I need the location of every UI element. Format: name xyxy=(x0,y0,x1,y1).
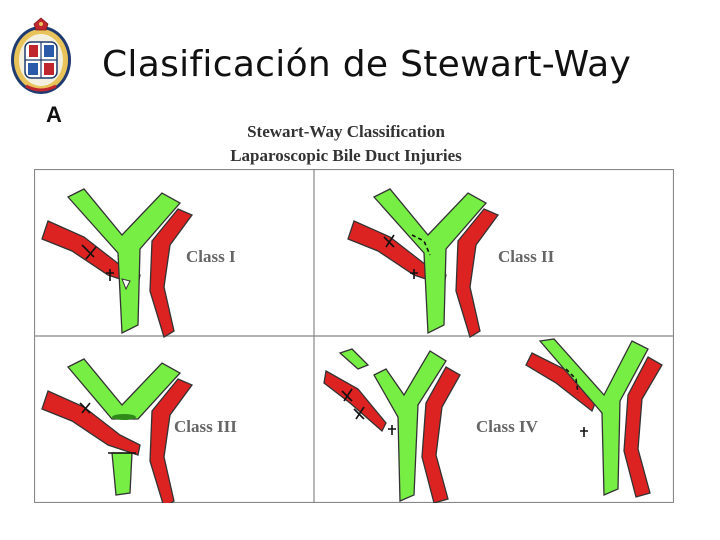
university-seal-icon xyxy=(11,17,71,94)
figure-subtitle: Laparoscopic Bile Duct Injuries xyxy=(230,146,462,165)
class-4-label: Class IV xyxy=(476,417,539,436)
class-4-diagram-a xyxy=(323,348,461,503)
class-3-diagram xyxy=(41,358,193,503)
slide-title: Clasificación de Stewart-Way xyxy=(102,44,632,85)
class-4-diagram-b xyxy=(525,338,663,498)
panel-letter: A xyxy=(46,102,62,127)
figure-title: Stewart-Way Classification xyxy=(247,122,445,141)
class-1-label: Class I xyxy=(186,247,236,266)
class-2-diagram xyxy=(347,188,499,338)
class-2-label: Class II xyxy=(498,247,555,266)
class-1-diagram xyxy=(41,188,193,338)
class-3-label: Class III xyxy=(174,417,237,436)
classification-grid: Class I Class II Class III Class IV xyxy=(34,169,674,503)
